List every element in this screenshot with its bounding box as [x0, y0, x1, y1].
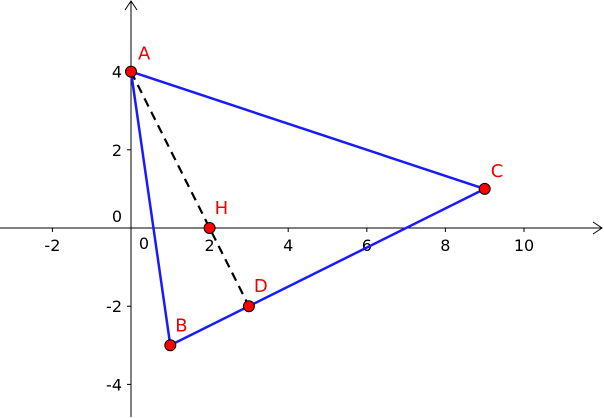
segment-ab — [129, 70, 172, 347]
points: A B C D H — [125, 44, 504, 352]
y-tick-label: -4 — [106, 375, 122, 394]
x-origin-label: 0 — [139, 234, 149, 253]
y-origin-label: 0 — [112, 207, 122, 226]
x-ticks: -2 2 4 6 8 10 — [44, 228, 534, 255]
point-b-label: B — [175, 315, 187, 336]
y-tick-label: 2 — [112, 141, 122, 160]
segment-ad-dashed — [130, 71, 250, 307]
point-h-label: H — [215, 198, 229, 219]
x-tick-label: 4 — [283, 236, 293, 255]
x-tick-label: 10 — [514, 236, 534, 255]
point-c[interactable] — [478, 182, 491, 195]
y-tick-label: 4 — [112, 63, 122, 82]
y-tick-label: -2 — [106, 297, 122, 316]
point-a-label: A — [138, 44, 151, 65]
segment-ca — [129, 70, 486, 191]
segment-bc — [169, 187, 486, 347]
y-ticks: 4 2 -2 -4 — [106, 63, 131, 394]
x-tick-label: 8 — [440, 236, 450, 255]
point-d[interactable] — [242, 300, 255, 313]
segments — [129, 70, 486, 347]
point-b[interactable] — [164, 339, 177, 352]
point-a[interactable] — [125, 65, 137, 78]
x-axis-arrow — [592, 221, 603, 235]
point-c-label: C — [491, 161, 504, 182]
x-tick-label: 6 — [362, 236, 372, 255]
x-tick-label: -2 — [44, 236, 60, 255]
x-tick-label: 2 — [205, 236, 215, 255]
point-d-label: D — [254, 276, 268, 297]
y-axis-arrow — [124, 0, 138, 11]
point-h[interactable] — [203, 222, 216, 234]
